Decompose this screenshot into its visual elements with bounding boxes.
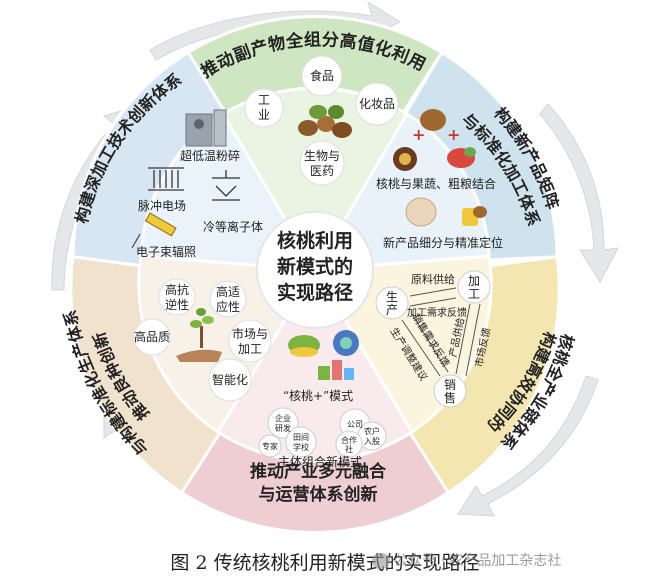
- label-raw-supply: 原料供给: [411, 272, 455, 286]
- bubble-expert: 专家: [262, 441, 278, 451]
- label-market-2: 加工: [238, 342, 262, 356]
- node-sales-1: 销: [444, 378, 456, 392]
- wechat-icon: [372, 553, 390, 569]
- center-title-line-1: 核桃利用: [277, 229, 353, 252]
- label-product-refine: 新产品细分与精准定位: [383, 235, 503, 250]
- label-smart: 智能化: [212, 372, 248, 387]
- ring-label-bottom-2: 与运营体系创新: [259, 484, 378, 505]
- node-sales-2: 售: [444, 390, 456, 405]
- label-high-quality: 高品质: [134, 329, 170, 344]
- label-adapt-2: 应性: [216, 299, 240, 314]
- label-ebeam: 电子束辐照: [136, 244, 196, 259]
- label-cold-plasma: 冷等离子体: [203, 219, 263, 234]
- label-industry-2: 业: [258, 108, 270, 122]
- bubble-share: 入股: [364, 437, 380, 446]
- label-cosmetics: 化妆品: [359, 97, 395, 111]
- node-processing-1: 加: [468, 274, 480, 288]
- bubble-coop: 合作: [341, 435, 357, 445]
- label-market-1: 市场与: [232, 326, 268, 341]
- center-hub: 核桃利用 新模式的 实现路径: [256, 211, 374, 329]
- node-production-1: 生: [386, 290, 398, 304]
- label-walnut-combine: 核桃与果蔬、粗粮结合: [376, 176, 496, 191]
- label-bio-2: 医药: [310, 164, 334, 178]
- center-title-line-2: 新模式的: [277, 255, 353, 278]
- center-title-line-3: 实现路径: [277, 281, 353, 304]
- plus-icon-1: +: [447, 125, 460, 144]
- segment-lower-left-content: 高抗 逆性 高适 应性 高品质 市场与 加工 智能化: [133, 278, 272, 402]
- segment-upper-right-content: + + 核桃与果蔬、粗粮结合 新产品细分与精准定位: [376, 109, 503, 250]
- watermark-text: 公众号 · 农产品加工杂志社: [394, 553, 562, 569]
- pulse-field-illustration: [148, 167, 184, 191]
- bubble-school: 学校: [293, 442, 309, 452]
- node-processing-2: 工: [468, 287, 480, 301]
- plus-icon-2: +: [412, 125, 425, 144]
- label-resist-2: 逆性: [165, 297, 189, 312]
- label-walnut-plus-model: “核桃+”模式: [283, 388, 353, 403]
- figure-caption: 图 2 传统核桃利用新模式的实现路径: [170, 552, 480, 574]
- sapling-illustration: [176, 308, 222, 362]
- label-food: 食品: [310, 68, 334, 83]
- segment-upper-left-content: 超低温粉碎 脉冲电场 冷等离子体 电子束辐照: [131, 109, 263, 259]
- bubble-enterprise: 企业: [275, 413, 291, 423]
- bubble-farmer: 农户: [364, 426, 380, 436]
- segment-top-content: 食品 工 业 化妆品 生物与 医药: [244, 55, 399, 186]
- bubble-field: 田间: [293, 433, 309, 442]
- watermark: 公众号 · 农产品加工杂志社: [372, 550, 561, 570]
- bubble-company: 公司: [347, 420, 363, 429]
- label-demand-feedback: 加工需求反馈: [407, 306, 467, 319]
- label-adapt-1: 高适: [216, 284, 240, 299]
- plasma-illustration: [212, 170, 240, 201]
- bubble-coop-2: 社: [345, 444, 353, 454]
- node-production-2: 产: [386, 303, 398, 317]
- ebeam-illustration: [131, 212, 177, 249]
- label-pulse-field: 脉冲电场: [138, 198, 186, 213]
- label-bio-1: 生物与: [304, 149, 340, 163]
- label-new-model: 主体组合新模式: [278, 454, 362, 469]
- segment-bottom-content: “核桃+”模式 企业 研发 专家 田间 学校 公司 农户 入股 合作 社 主体组…: [258, 330, 387, 469]
- grinder-illustration: [185, 109, 227, 147]
- bubble-research: 研发: [275, 423, 291, 433]
- ring-label-bottom-1: 推动产业多元融合: [250, 461, 387, 482]
- walnut-pile-illustration: [298, 105, 352, 138]
- label-ultra-low-grinding: 超低温粉碎: [180, 148, 240, 163]
- label-industry-1: 工: [258, 93, 270, 107]
- label-resist-1: 高抗: [165, 282, 189, 297]
